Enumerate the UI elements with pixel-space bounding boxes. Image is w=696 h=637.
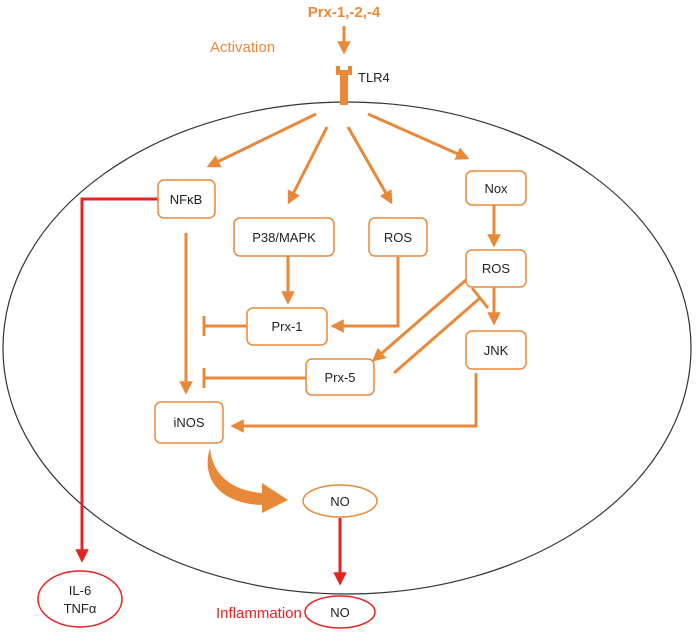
tlr4-branch-arrows <box>206 112 470 205</box>
node-no-outer-label: NO <box>330 605 350 620</box>
node-cytokines: IL-6 TNFα <box>37 570 123 628</box>
node-nox: Nox <box>465 170 527 206</box>
node-ros-center: ROS <box>368 217 428 257</box>
inos-to-no-curved-arrow <box>207 448 288 513</box>
tlr4-receptor-icon <box>336 66 352 105</box>
node-no-inner: NO <box>302 484 378 518</box>
node-prx1-label: Prx-1 <box>271 319 302 334</box>
node-p38-mapk-label: P38/MAPK <box>252 230 316 245</box>
node-ros-center-label: ROS <box>384 230 413 245</box>
node-nfkb: NFκB <box>157 179 216 219</box>
cell-membrane <box>2 101 692 595</box>
node-p38-mapk: P38/MAPK <box>233 217 335 257</box>
node-nfkb-label: NFκB <box>170 192 203 207</box>
node-jnk-label: JNK <box>484 343 509 358</box>
ligand-label: Prx-1,-2,-4 <box>308 4 381 21</box>
node-il6-label: IL-6 <box>69 583 91 598</box>
node-prx5: Prx-5 <box>305 358 375 396</box>
node-no-outer: NO <box>304 595 376 629</box>
pathway-connectors <box>179 205 501 433</box>
node-inos-label: iNOS <box>173 415 204 430</box>
activation-label: Activation <box>210 39 275 56</box>
node-prx5-label: Prx-5 <box>324 370 355 385</box>
node-no-inner-label: NO <box>330 494 350 509</box>
node-jnk: JNK <box>465 330 527 370</box>
node-nox-label: Nox <box>484 181 508 196</box>
node-tnfa-label: TNFα <box>64 601 97 616</box>
node-ros-right: ROS <box>465 249 527 288</box>
node-ros-right-label: ROS <box>482 261 511 276</box>
inflammation-connectors <box>75 197 347 586</box>
node-inos: iNOS <box>154 401 224 444</box>
node-prx1: Prx-1 <box>246 307 328 346</box>
inflammation-label: Inflammation <box>216 605 302 622</box>
receptor-label: TLR4 <box>358 70 390 85</box>
